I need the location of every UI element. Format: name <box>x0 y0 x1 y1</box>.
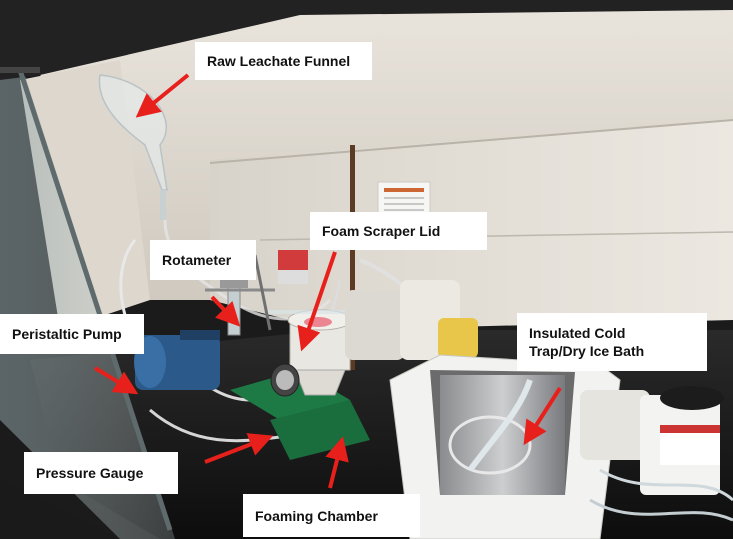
label-foaming-chamber: Foaming Chamber <box>243 494 420 537</box>
label-peristaltic-pump: Peristaltic Pump <box>0 314 144 354</box>
label-insulated-cold-trap: Insulated Cold Trap/Dry Ice Bath <box>517 313 707 371</box>
label-rotameter: Rotameter <box>150 240 256 280</box>
label-foam-scraper-lid: Foam Scraper Lid <box>310 212 487 250</box>
label-pressure-gauge: Pressure Gauge <box>24 452 178 494</box>
label-raw-leachate-funnel: Raw Leachate Funnel <box>195 42 372 80</box>
